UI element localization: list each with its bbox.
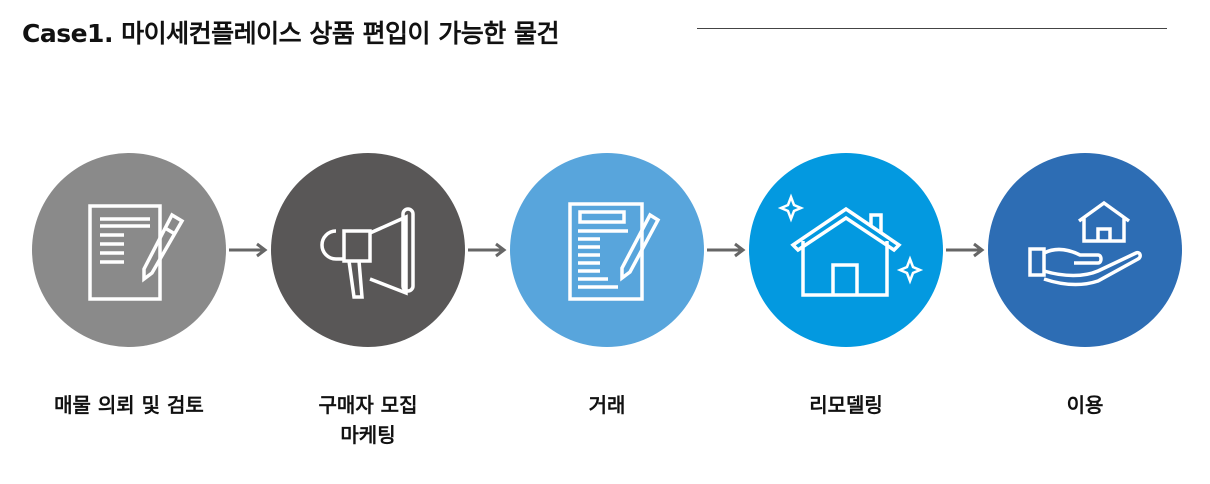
arrow-right-icon [229, 242, 268, 258]
step-2-label-line2: 마케팅 [340, 423, 396, 447]
hand-house-icon [1028, 200, 1142, 287]
arrow-right-icon [707, 242, 746, 258]
page-title: Case1. 마이세컨플레이스 상품 편입이 가능한 물건 [22, 19, 559, 48]
step-5-circle [988, 153, 1182, 347]
step-3-label: 거래 [588, 393, 626, 417]
megaphone-icon [320, 207, 415, 299]
step-1-circle [32, 153, 226, 347]
step-4-circle [749, 153, 943, 347]
title-divider [697, 28, 1167, 29]
arrow-right-icon [468, 242, 507, 258]
step-3-circle [510, 153, 704, 347]
arrow-right-icon [946, 242, 985, 258]
step-2-label: 구매자 모집 마케팅 [248, 390, 488, 450]
house-sparkle-icon [777, 193, 924, 297]
step-4-label: 리모델링 [809, 393, 883, 417]
document-pen-icon [88, 204, 185, 301]
step-5-label: 이용 [1066, 393, 1104, 417]
step-1-label: 매물 의뢰 및 검토 [54, 393, 204, 417]
step-2-label-line1: 구매자 모집 [318, 393, 418, 417]
contract-icon [568, 202, 661, 301]
step-2-circle [271, 153, 465, 347]
